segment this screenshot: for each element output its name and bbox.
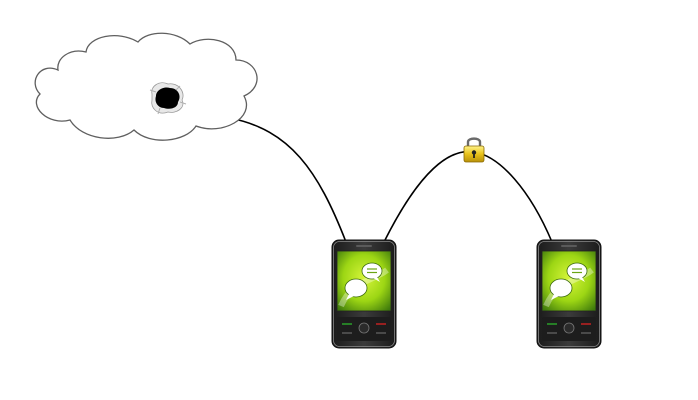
phone-left xyxy=(332,240,396,348)
cloud xyxy=(34,32,258,141)
phone-right xyxy=(537,240,601,348)
cloud-to-phone-link xyxy=(229,117,347,243)
padlock-icon xyxy=(463,137,485,163)
phone-to-phone-link xyxy=(383,150,553,243)
hole-icon xyxy=(149,82,187,115)
